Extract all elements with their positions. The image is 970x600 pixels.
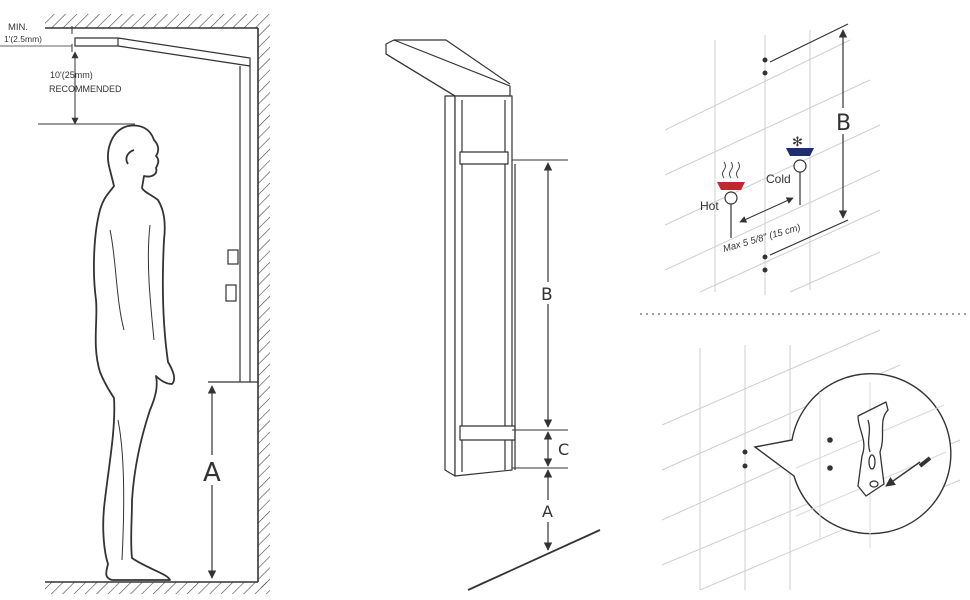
hot-water-icon (717, 161, 745, 190)
dimension-a-label: A (203, 458, 221, 488)
detail-callout (753, 372, 952, 535)
dimension-a2-label: A (542, 502, 553, 521)
panel-hot-cold: B ✻ Hot Cold Max 5 5/8'' (15 cm) (664, 23, 881, 295)
spacing-arrow (739, 197, 794, 223)
min-label: MIN. (8, 22, 28, 33)
recommended-value: 10'(25mm) (50, 70, 93, 80)
shower-head (74, 37, 258, 383)
cold-label: Cold (766, 172, 791, 186)
panel-shower-dimensions (385, 39, 601, 591)
hot-label: Hot (700, 199, 719, 213)
person-figure (93, 124, 175, 581)
dimension-b-label: B (541, 285, 553, 305)
screwdriver-icon (885, 461, 921, 487)
wall-bracket (857, 401, 889, 497)
min-value: 1'(2.5mm) (4, 34, 42, 44)
wall-hatch (258, 28, 270, 588)
svg-text:✻: ✻ (792, 135, 803, 150)
panel-bracket-detail (661, 329, 961, 591)
panel-person-height: MIN. 1'(2.5mm) 10'(25mm) RECOMMENDED A (0, 14, 270, 594)
panel-3-b-label: B (836, 111, 851, 136)
dimension-c-label: C (558, 440, 569, 459)
ceiling-hatch (45, 14, 270, 28)
panel-2-dimensions: B C A (512, 159, 569, 551)
floor-hatch (45, 582, 270, 594)
recommended-label: RECOMMENDED (49, 84, 122, 94)
cold-water-icon: ✻ (786, 135, 814, 156)
